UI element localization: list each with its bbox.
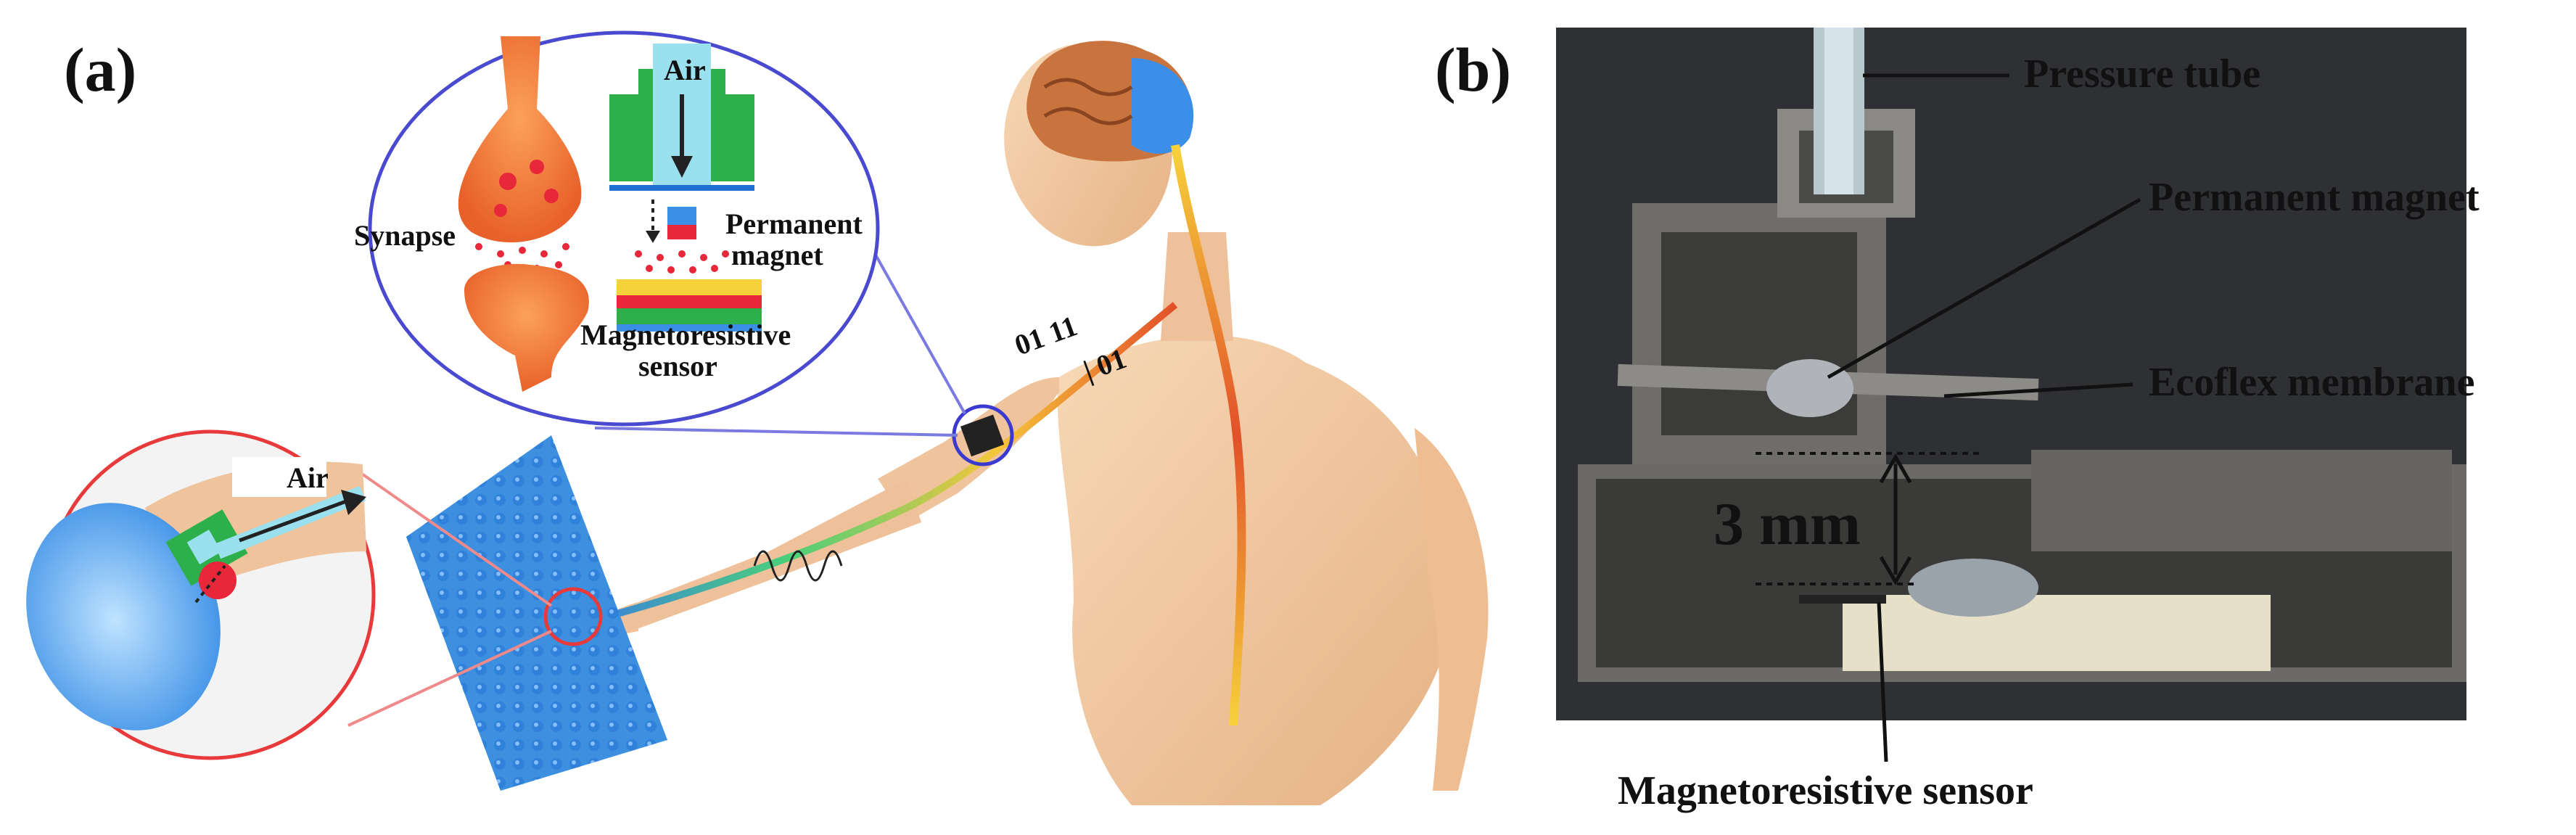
label-air-inset: Air: [287, 461, 329, 494]
panel-a-label: (a): [64, 35, 136, 104]
label-ecoflex-membrane: Ecoflex membrane: [2149, 360, 2474, 405]
label-permanent-line1: Permanent: [725, 207, 863, 240]
gap-arrow: [1879, 453, 1912, 585]
tactile-pad: [406, 435, 667, 791]
leader-permanent-magnet: [1827, 197, 2141, 379]
callout-line-blue-upper: [865, 239, 966, 414]
bits-upper: 01 11: [1011, 309, 1082, 361]
leader-ecoflex: [1943, 382, 2133, 398]
label-mr-line2: sensor: [638, 350, 717, 382]
label-mr-line1: Magnetoresistive: [580, 318, 791, 351]
label-pressure-tube: Pressure tube: [2024, 52, 2260, 96]
label-synapse: Synapse: [354, 219, 456, 252]
callout-line-blue-lower: [594, 427, 958, 437]
panel-b-label: (b): [1435, 35, 1511, 104]
callout-line-red-lower: [347, 630, 552, 727]
label-gap: 3 mm: [1713, 490, 1861, 558]
finger-sensor-inset: [26, 429, 376, 760]
synapse-sensor-inset: [368, 30, 880, 427]
human-figure: [573, 41, 1489, 805]
label-air-top: Air: [664, 54, 706, 86]
label-permanent-magnet: Permanent magnet: [2149, 175, 2480, 220]
device-photo: [1556, 28, 2466, 720]
leader-mr-sensor: [1877, 601, 1888, 762]
callout-line-red-upper: [347, 463, 553, 607]
label-permanent-line2: magnet: [731, 239, 823, 271]
label-magnetoresistive-sensor: Magnetoresistive sensor: [1618, 768, 2033, 813]
